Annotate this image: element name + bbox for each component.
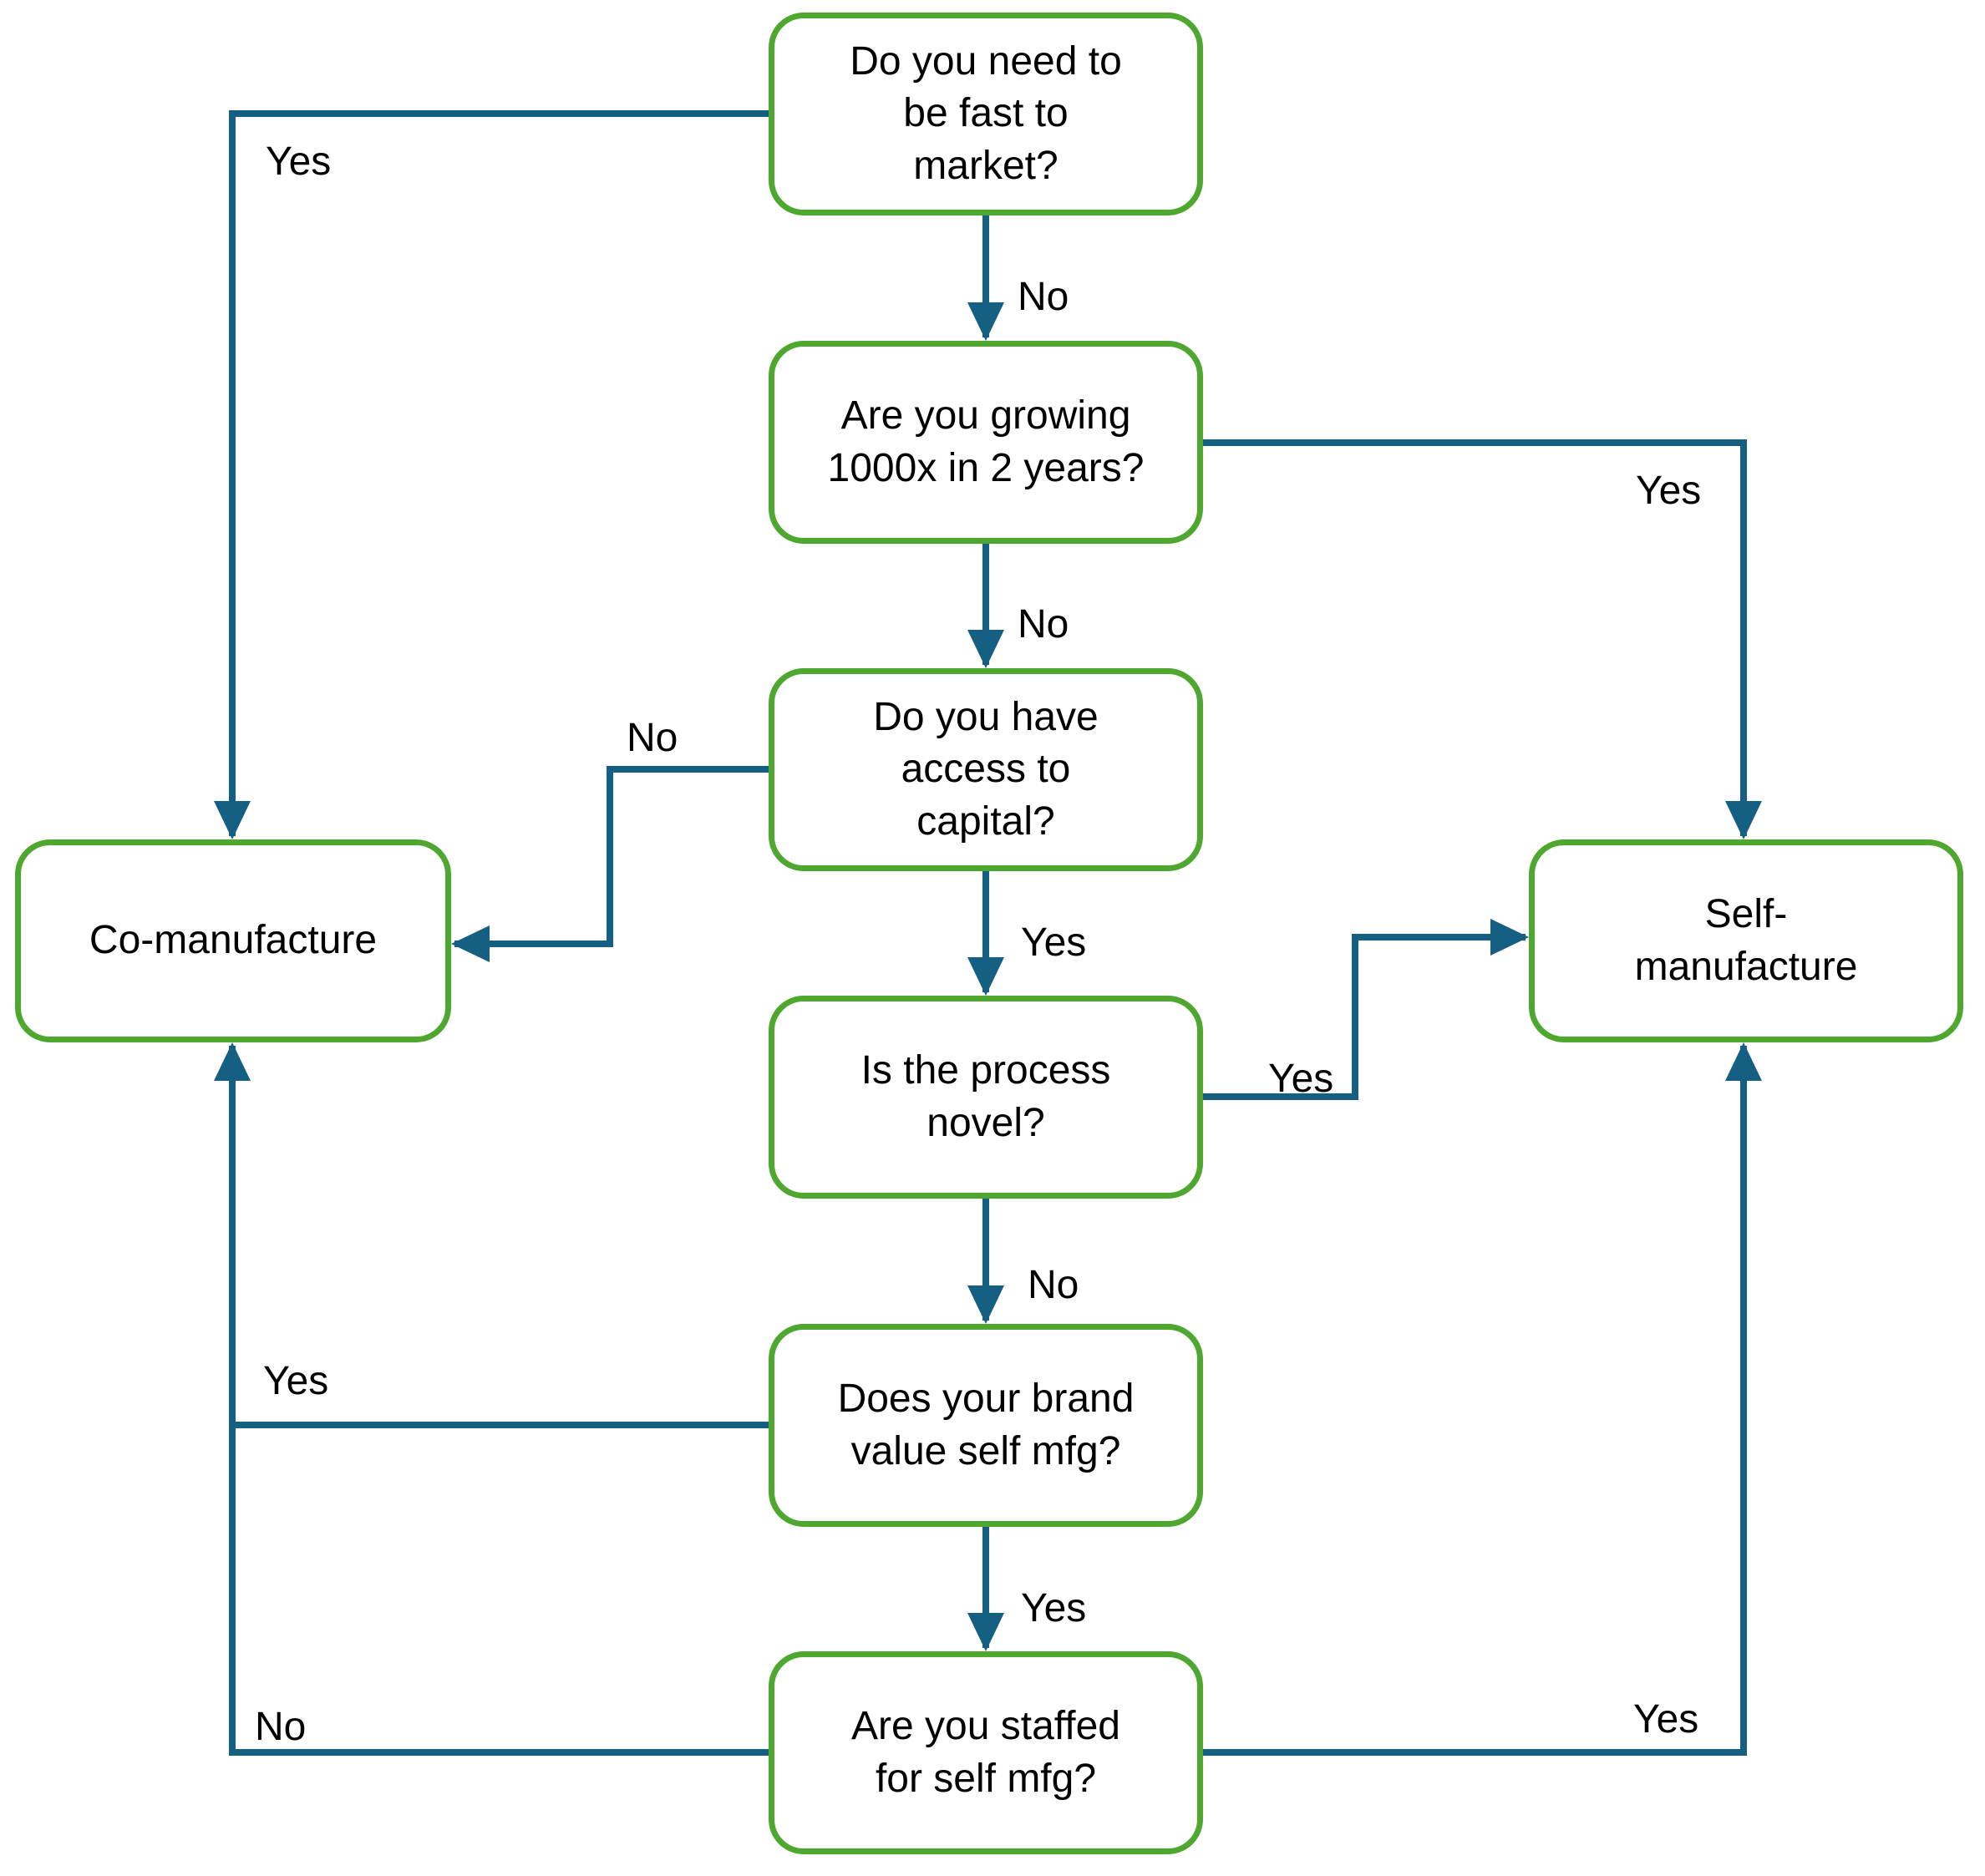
edge-label-capital-no: No [627,716,678,760]
node-question-fast-to-market: Do you need to be fast to market? [769,13,1203,215]
edge-label-staffed-yes: Yes [1633,1697,1699,1742]
connector-staffed-no-to-comanufacture [214,1042,769,1756]
edge-label-novel-no: No [1028,1263,1079,1307]
connector-growing-yes-to-selfmanufacture [1203,439,1762,839]
edge-label-fast-no: No [1018,275,1069,319]
edge-label-capital-yes: Yes [1021,920,1087,965]
node-question-access-capital: Do you have access to capital? [769,668,1203,871]
edge-label-brand-left-yes: Yes [263,1359,329,1403]
edge-label-growing-no: No [1018,602,1069,646]
node-question-growing-1000x: Are you growing 1000x in 2 years? [769,341,1203,544]
node-question-process-novel: Is the process novel? [769,996,1203,1199]
edge-label-growing-yes: Yes [1636,469,1702,513]
node-outcome-self-manufacture: Self- manufacture [1529,839,1963,1042]
connector-novel-yes-to-selfmanufacture [1203,919,1529,1100]
node-question-brand-value: Does your brand value self mfg? [769,1324,1203,1527]
connector-fast-yes-to-comanufacture [214,110,769,839]
connector-capital-no-to-comanufacture [451,766,769,962]
edge-label-fast-yes: Yes [266,139,332,184]
connector-staffed-yes-to-selfmanufacture [1203,1042,1762,1756]
edge-label-staffed-no: No [255,1705,307,1749]
node-question-staffed: Are you staffed for self mfg? [769,1651,1203,1854]
edge-label-brand-down-yes: Yes [1021,1586,1087,1630]
edge-label-novel-yes: Yes [1268,1057,1334,1101]
node-outcome-co-manufacture: Co-manufacture [15,839,451,1042]
